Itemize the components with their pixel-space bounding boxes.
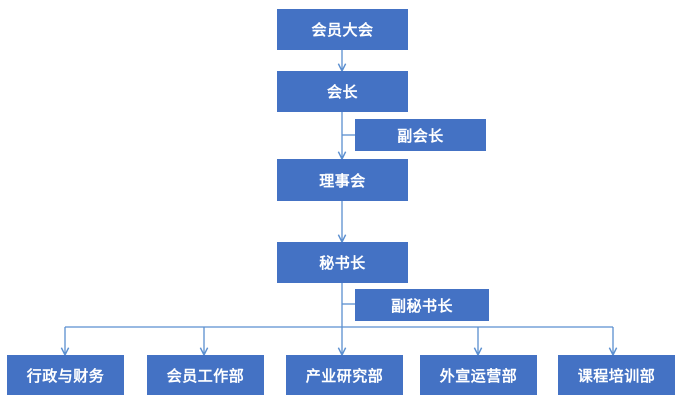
deputy-secretary-general-box: 副秘书长 <box>355 289 489 321</box>
secretary-general-box: 秘书长 <box>277 242 408 283</box>
department-box: 行政与财务 <box>7 355 124 395</box>
department-box: 课程培训部 <box>558 355 675 395</box>
department-box: 外宣运营部 <box>420 355 537 395</box>
vice-president-box: 副会长 <box>355 119 486 151</box>
department-box: 产业研究部 <box>286 355 403 395</box>
council-box: 理事会 <box>277 159 408 201</box>
president-box: 会长 <box>277 71 408 112</box>
department-box: 会员工作部 <box>147 355 264 395</box>
assembly-box: 会员大会 <box>277 9 408 50</box>
